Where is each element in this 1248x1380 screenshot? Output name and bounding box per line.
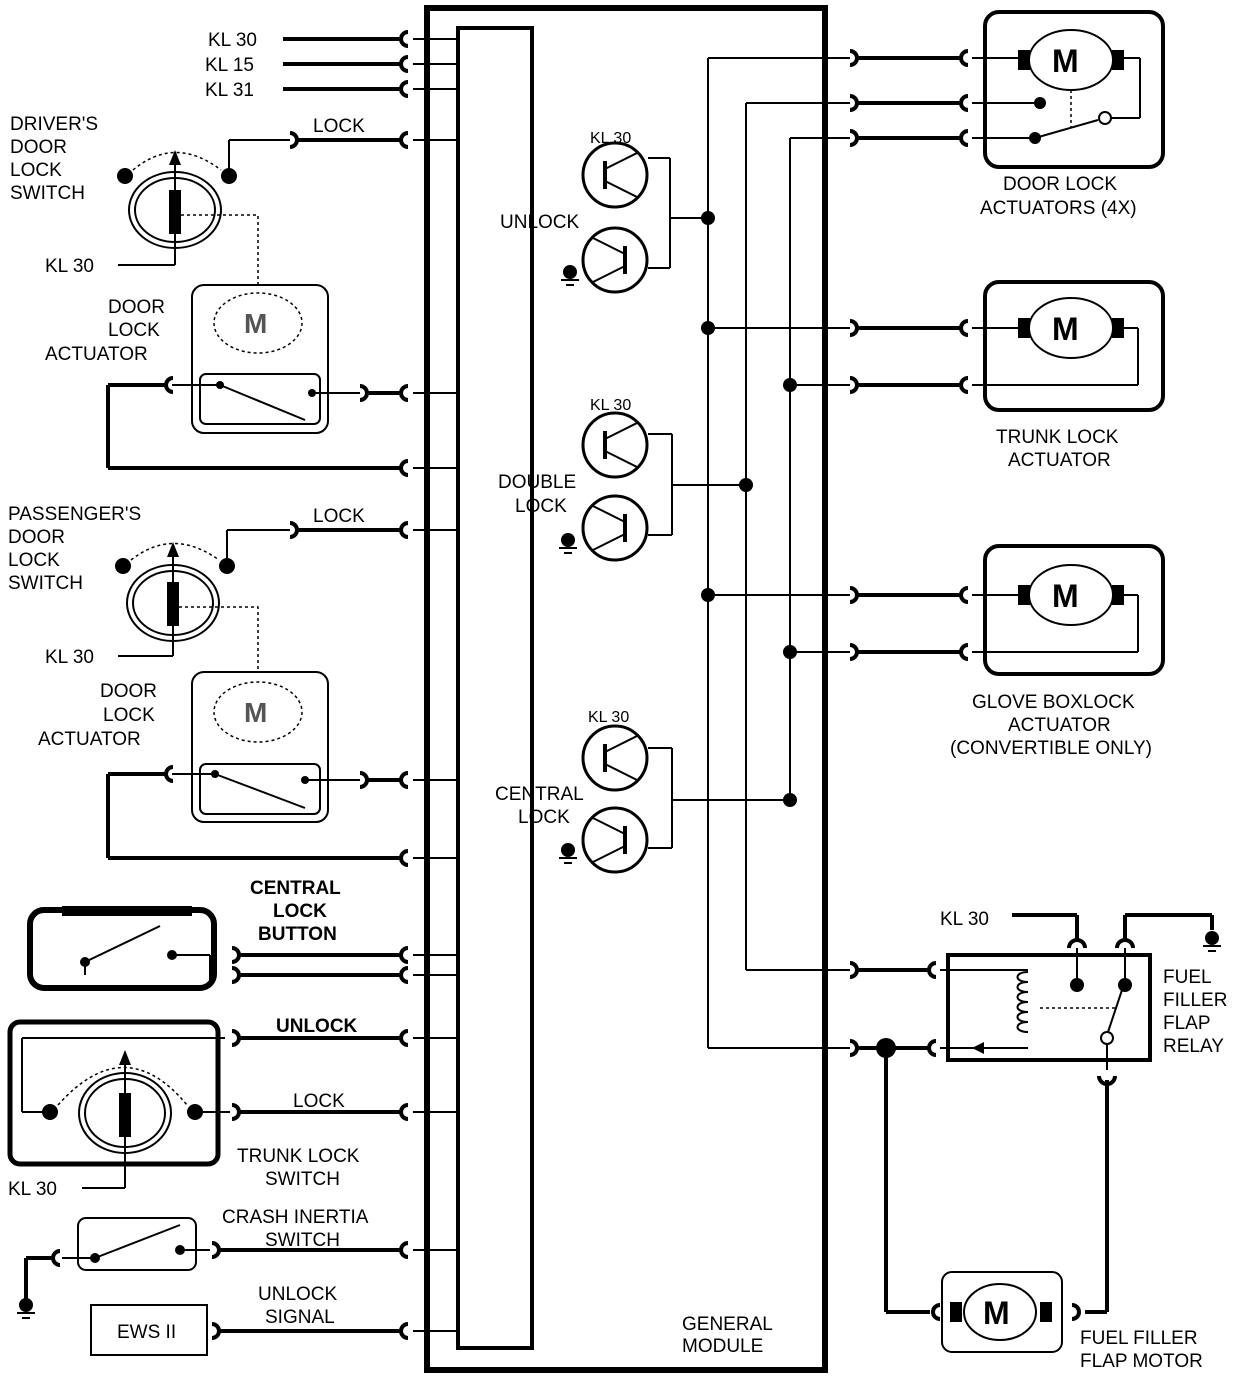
- label: FLAP MOTOR: [1080, 1351, 1203, 1372]
- label: LOCK: [10, 160, 62, 181]
- passenger-door-lock-actuator: DOOR LOCK ACTUATOR M: [38, 671, 458, 867]
- label: TRUNK LOCK: [996, 427, 1119, 448]
- label: SWITCH: [10, 183, 85, 204]
- label: LOCK: [273, 901, 327, 922]
- label: DRIVER'S: [10, 114, 98, 135]
- label: DOUBLE: [498, 472, 576, 493]
- label: UNLOCK: [500, 212, 580, 233]
- kl15-label: KL 15: [205, 55, 254, 76]
- label: FILLER: [1163, 990, 1227, 1011]
- ews-unlock-signal: UNLOCK SIGNAL EWS II: [90, 1284, 458, 1356]
- label: RELAY: [1163, 1036, 1224, 1057]
- unlock-label: UNLOCK: [276, 1016, 358, 1037]
- power-inputs: KL 30 KL 15 KL 31: [205, 30, 458, 101]
- ews-label: EWS II: [117, 1322, 176, 1343]
- label: DOOR: [8, 527, 65, 548]
- label: FUEL: [1163, 967, 1212, 988]
- motor-glyph: M: [1052, 311, 1079, 347]
- crash-inertia-switch: CRASH INERTIA SWITCH: [16, 1207, 458, 1319]
- central-lock-button: CENTRAL LOCK BUTTON: [27, 878, 458, 991]
- label: SWITCH: [8, 573, 83, 594]
- unlock-driver: KL 30 UNLOCK: [500, 130, 708, 294]
- motor-glyph: M: [1052, 43, 1079, 79]
- label: DOOR LOCK: [1003, 174, 1117, 195]
- kl30-label: KL 30: [590, 397, 631, 414]
- general-module: GENERAL MODULE: [424, 5, 828, 1373]
- label: ACTUATORS (4X): [980, 198, 1137, 219]
- label: SIGNAL: [265, 1307, 335, 1328]
- label: PASSENGER'S: [8, 504, 141, 525]
- label: GLOVE BOXLOCK: [972, 692, 1135, 713]
- label: ACTUATOR: [38, 729, 141, 750]
- label: FLAP: [1163, 1013, 1211, 1034]
- double-lock-driver: KL 30 DOUBLE LOCK: [498, 397, 746, 562]
- label: LOCK: [515, 496, 567, 517]
- fuel-filler-flap-motor: M FUEL FILLER FLAP MOTOR: [884, 1048, 1203, 1372]
- label: UNLOCK: [258, 1284, 338, 1305]
- label: CENTRAL: [250, 878, 341, 899]
- label: LOCK: [518, 807, 570, 828]
- kl30-label: KL 30: [45, 256, 94, 277]
- label: SWITCH: [265, 1230, 340, 1251]
- trunk-lock-actuator: M TRUNK LOCK ACTUATOR: [848, 280, 1165, 471]
- kl30-label: KL 30: [208, 30, 257, 51]
- output-bus: [701, 57, 850, 1049]
- kl30-label: KL 30: [588, 709, 629, 726]
- label: ACTUATOR: [45, 344, 148, 365]
- motor-glyph: M: [244, 308, 267, 339]
- glove-box-lock-actuator: M GLOVE BOXLOCK ACTUATOR (CONVERTIBLE ON…: [848, 544, 1165, 759]
- label: ACTUATOR: [1008, 450, 1111, 471]
- motor-glyph: M: [244, 697, 267, 728]
- label: DOOR: [100, 681, 157, 702]
- driver-door-lock-actuator: DOOR LOCK ACTUATOR M: [45, 284, 458, 477]
- kl30-label: KL 30: [8, 1179, 57, 1200]
- lock-label: LOCK: [293, 1091, 345, 1112]
- label: CRASH INERTIA: [222, 1207, 369, 1228]
- label: ACTUATOR: [1008, 715, 1111, 736]
- module-label: GENERAL: [682, 1314, 773, 1335]
- driver-door-lock-switch: DRIVER'S DOOR LOCK SWITCH LOCK KL 30: [10, 114, 458, 285]
- label: SWITCH: [265, 1169, 340, 1190]
- label: TRUNK LOCK: [237, 1146, 360, 1167]
- motor-glyph: M: [1052, 578, 1079, 614]
- trunk-lock-switch: UNLOCK LOCK TRUNK LOCK SWITCH KL 30: [7, 1016, 458, 1200]
- lock-label: LOCK: [313, 506, 365, 527]
- label: LOCK: [108, 320, 160, 341]
- label: DOOR: [10, 137, 67, 158]
- door-lock-actuators: M DOOR LOCK ACTUATORS (4X): [848, 10, 1165, 219]
- label: FUEL FILLER: [1080, 1328, 1198, 1349]
- label: CENTRAL: [495, 784, 584, 805]
- kl30-label: KL 30: [45, 647, 94, 668]
- motor-glyph: M: [983, 1295, 1010, 1331]
- label: LOCK: [103, 705, 155, 726]
- fuel-filler-flap-relay: KL 30 FUEL FILLER FLAP RELAY: [848, 909, 1227, 1086]
- passenger-door-lock-switch: PASSENGER'S DOOR LOCK SWITCH LOCK KL 30: [8, 504, 458, 672]
- label: DOOR: [108, 297, 165, 318]
- central-lock-driver: KL 30 CENTRAL LOCK: [495, 709, 790, 874]
- label: LOCK: [8, 550, 60, 571]
- kl30-label: KL 30: [940, 909, 989, 930]
- lock-label: LOCK: [313, 116, 365, 137]
- kl31-label: KL 31: [205, 80, 254, 101]
- module-label: MODULE: [682, 1336, 763, 1357]
- label: (CONVERTIBLE ONLY): [950, 738, 1152, 759]
- label: BUTTON: [258, 924, 337, 945]
